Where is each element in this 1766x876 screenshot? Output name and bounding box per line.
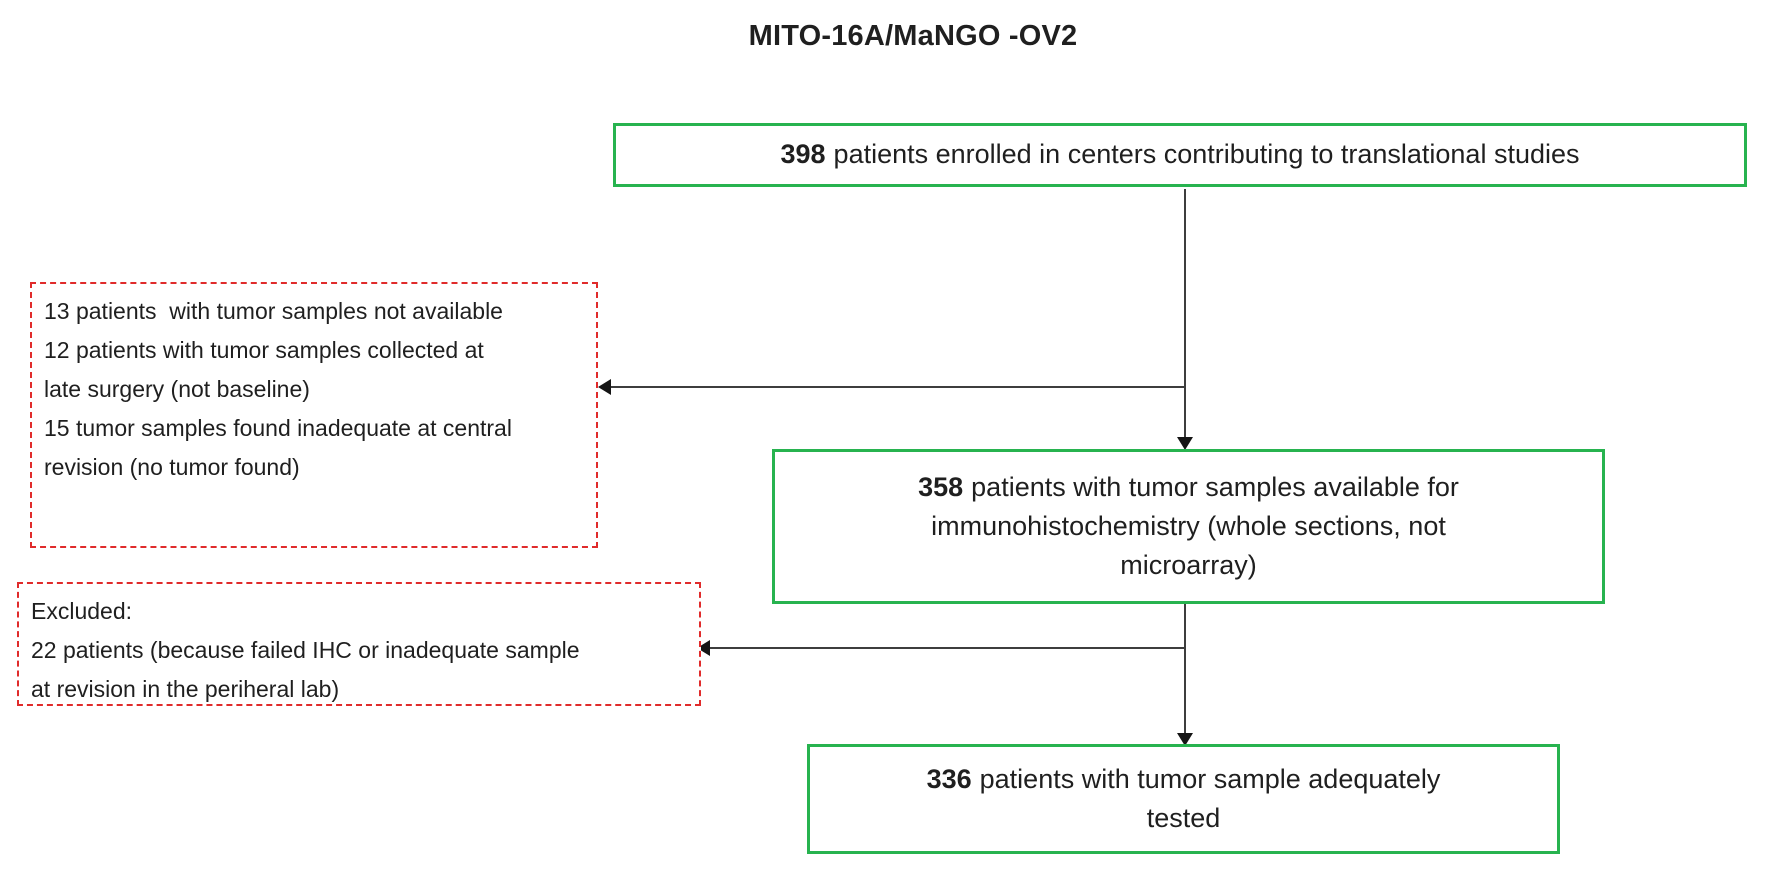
exclusion-line: 22 patients (because failed IHC or inade… [31, 637, 580, 664]
exclusion-box-2: Excluded: 22 patients (because failed IH… [17, 582, 701, 706]
arrowhead-down-icon [1177, 733, 1193, 746]
arrowhead-down-icon [1177, 437, 1193, 450]
exclusion-box-1: 13 patients with tumor samples not avail… [30, 282, 598, 548]
exclusion-line: 13 patients with tumor samples not avail… [44, 298, 503, 324]
connector-line-horizontal-1 [610, 386, 1184, 388]
exclusion-line: late surgery (not baseline) [44, 376, 310, 403]
exclusion-line: Excluded: [31, 598, 133, 624]
connector-line-horizontal-2 [709, 647, 1184, 649]
exclusion-line: 12 patients with tumor samples collected… [44, 337, 484, 364]
adequately-tested-count: 336 [926, 763, 972, 794]
exclusion-line: at revision in the periheral lab) [31, 676, 340, 703]
diagram-title: MITO-16A/MaNGO -OV2 [748, 20, 1078, 52]
connector-line-vertical-2 [1184, 604, 1186, 734]
exclusion-line: 15 tumor samples found inadequate at cen… [44, 415, 512, 442]
connector-line-vertical-1 [1184, 189, 1186, 438]
ihc-available-count: 358 [918, 471, 964, 502]
exclusion-line: revision (no tumor found) [44, 454, 300, 481]
enrolled-count: 398 [780, 139, 826, 170]
arrowhead-left-icon [598, 379, 611, 395]
